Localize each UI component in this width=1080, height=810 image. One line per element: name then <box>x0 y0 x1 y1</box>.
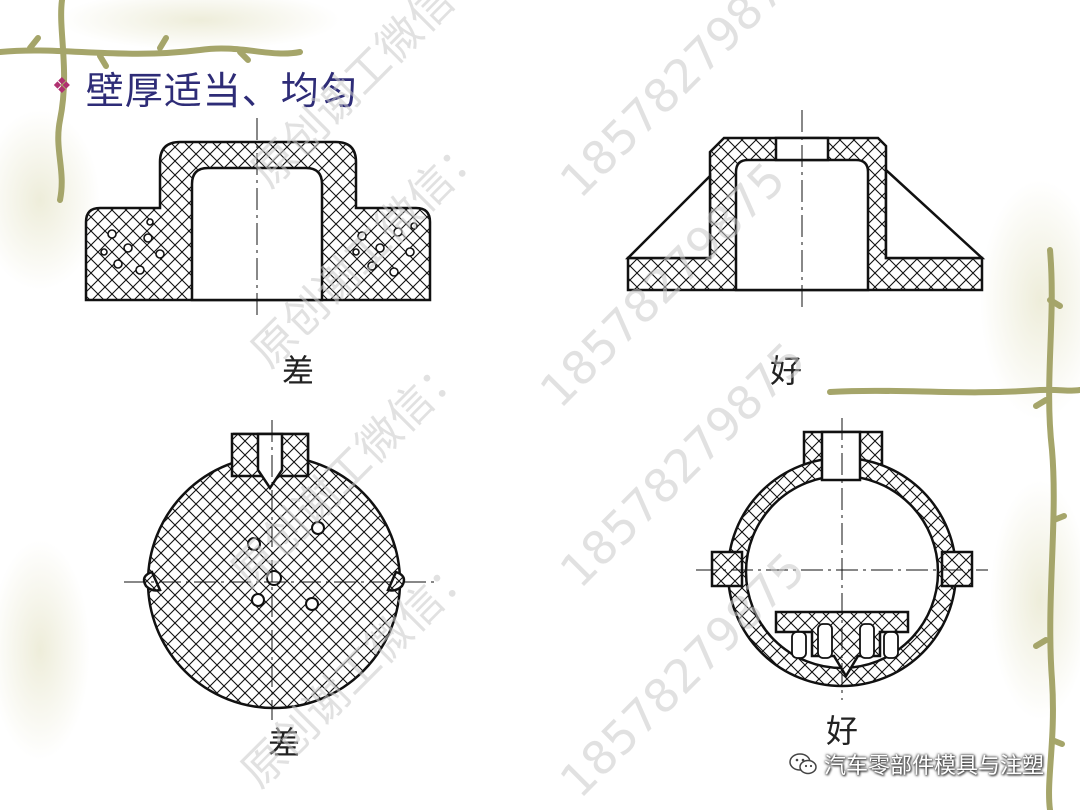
vine-decoration-top <box>0 0 303 203</box>
slide-title: 壁厚适当、均匀 <box>85 68 359 113</box>
caption-top-left: 差 <box>282 352 315 390</box>
account-badge: 汽车零部件模具与注塑 <box>788 746 1044 782</box>
figure-bottom-left-bad-part <box>124 420 436 720</box>
caption-top-right: 好 <box>770 352 803 390</box>
figure-bottom-right-good-part <box>696 418 988 700</box>
figure-top-right-good-part <box>624 110 986 310</box>
account-name: 汽车零部件模具与注塑 <box>823 754 1044 779</box>
slide-title-row: ❖ 壁厚适当、均匀 <box>52 62 359 113</box>
figure-top-left-bad-part <box>84 118 432 320</box>
caption-bottom-left: 差 <box>268 724 301 762</box>
wechat-icon <box>789 753 817 775</box>
caption-bottom-right: 好 <box>826 712 859 750</box>
vine-decoration-right <box>827 247 1080 810</box>
diamond-bullet-icon: ❖ <box>52 74 72 99</box>
